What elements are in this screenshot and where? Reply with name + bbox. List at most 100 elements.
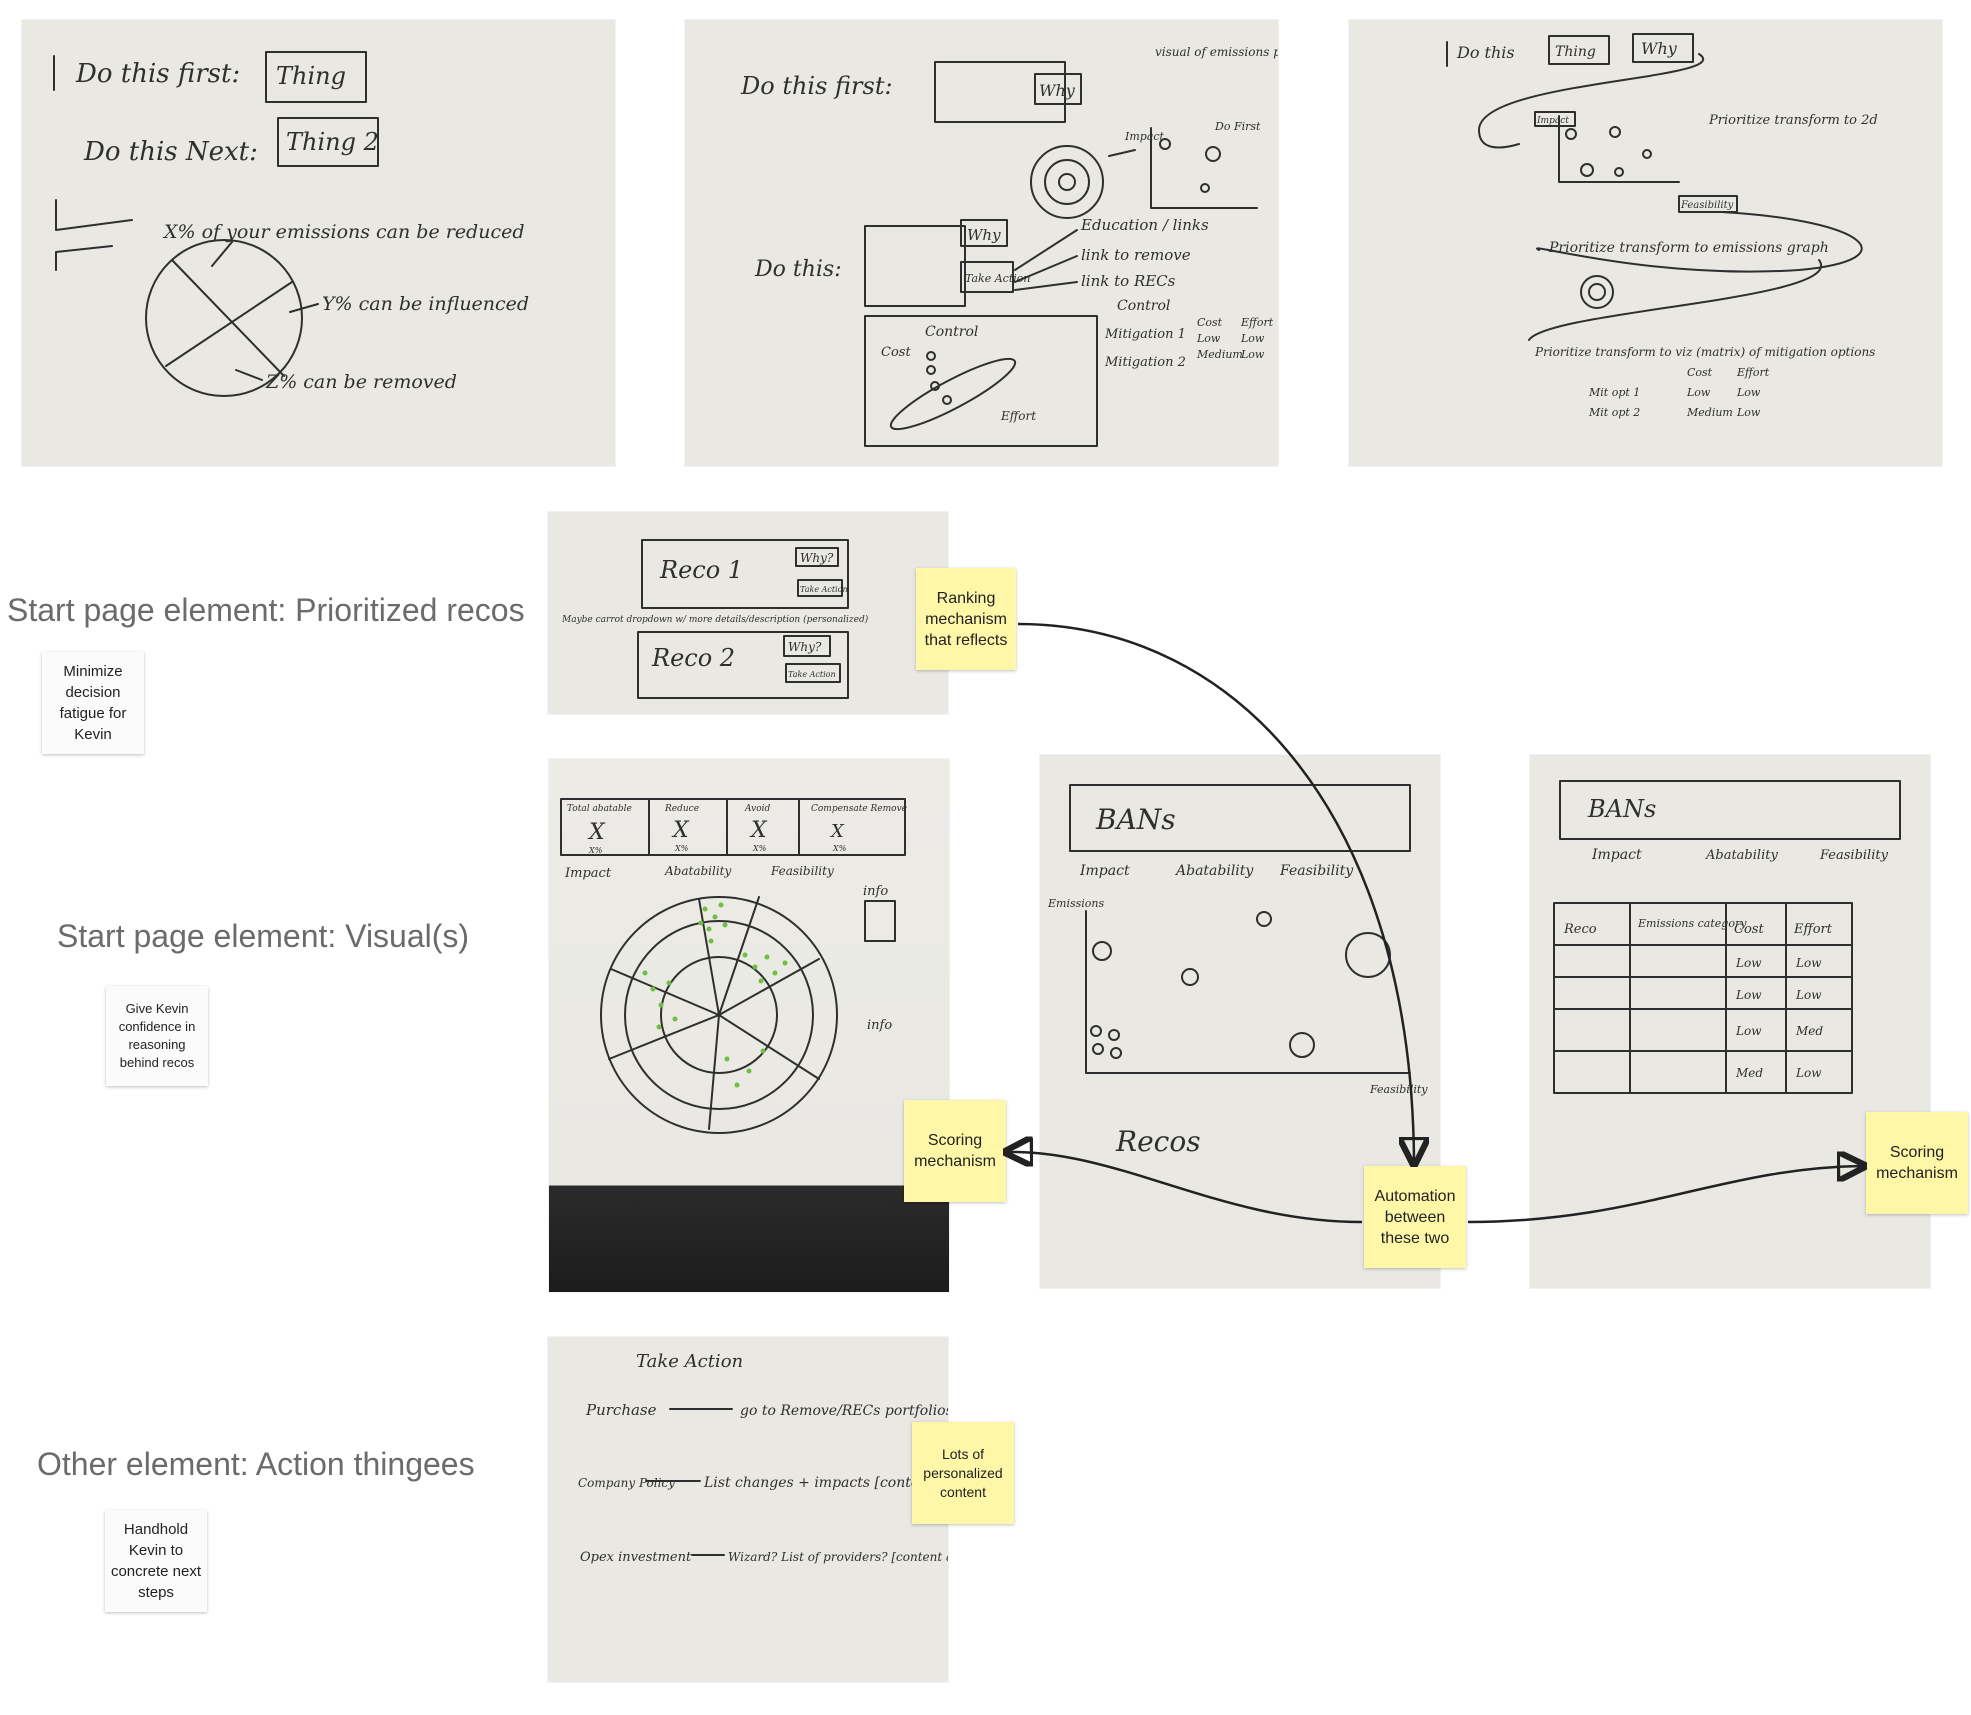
sketch-text: Mitigation 2	[1104, 355, 1186, 370]
sketch-text: Low	[1240, 332, 1265, 345]
sketch-text: visual of emissions profile transforming…	[1155, 45, 1278, 59]
sticky-scoring-mechanism-left[interactable]: Scoring mechanism	[904, 1100, 1006, 1202]
sketch-text: Emissions category	[1637, 917, 1747, 930]
sketch-text: Feasibility	[1369, 1083, 1428, 1096]
sketch-text: X	[587, 820, 606, 845]
sketch-text: Opex investment	[580, 1550, 692, 1565]
sketch-text: Low	[1795, 988, 1822, 1002]
sketch-text: Abatability	[1174, 863, 1254, 879]
sketch-text: Maybe carrot dropdown w/ more details/de…	[561, 614, 869, 625]
sketch-text: Why	[1641, 39, 1678, 58]
sketch-text: Reco 2	[651, 644, 735, 672]
sketch-text: Total abatable	[567, 804, 632, 814]
sketch-text: X% of your emissions can be reduced	[162, 221, 525, 243]
sketch-text: X	[671, 818, 690, 843]
sketch-text: Thing	[276, 62, 346, 90]
sketch-text: Medium	[1196, 348, 1243, 361]
sketch-text: Low	[1736, 406, 1761, 419]
sketch-text: Prioritize transform to 2d	[1708, 113, 1878, 128]
sketch-text: Take Action	[800, 585, 848, 594]
sketch-text: Medium	[1686, 406, 1733, 419]
sticky-note-minimize-fatigue[interactable]: Minimize decision fatigue for Kevin	[42, 652, 144, 754]
sketch-text: Why?	[788, 640, 822, 654]
sketch-text: X%	[832, 844, 847, 853]
sketch-text: Y% can be influenced	[322, 293, 529, 315]
sketch-text: Low	[1196, 332, 1221, 345]
sketch-text: Low	[1736, 386, 1761, 399]
section-title-visuals: Start page element: Visual(s)	[57, 918, 470, 954]
sketch-text: Low	[1240, 348, 1265, 361]
sketch-text: Do this first:	[740, 72, 893, 100]
sketch-text: Control	[1117, 298, 1170, 314]
sketch-text: Low	[1735, 1024, 1762, 1038]
sketch-photo-transform-flow: Do this Thing Why Impact Prioritize tran…	[1349, 20, 1942, 466]
sketch-text: Do this	[1456, 43, 1515, 62]
section-title-action-thingees: Other element: Action thingees	[37, 1446, 475, 1482]
sketch-text: Mit opt 2	[1588, 406, 1640, 419]
sketch-text: Reduce	[664, 804, 699, 814]
sketch-text: Cost	[1687, 366, 1713, 379]
sketch-text: Impact	[1536, 116, 1569, 126]
sketch-text: X%	[674, 844, 689, 853]
sketch-text: Emissions	[1047, 897, 1104, 910]
sketch-text: Impact	[1124, 130, 1165, 143]
sketch-text: X	[749, 818, 768, 843]
sketch-text: Do First	[1214, 120, 1261, 133]
sketch-text: Thing	[1555, 44, 1596, 60]
sketch-text: Education / links	[1080, 216, 1209, 234]
sketch-text: Feasibility	[1680, 200, 1734, 211]
sketch-text: Take Action	[788, 670, 836, 679]
sketch-text: Thing 2	[286, 128, 379, 156]
sketch-text: link to remove	[1081, 246, 1191, 264]
sketch-text: Abatability	[664, 864, 731, 878]
sticky-personalized-content[interactable]: Lots of personalized content	[912, 1422, 1014, 1524]
sketch-text: Recos	[1115, 1125, 1201, 1158]
sketch-text: Mitigation 1	[1104, 327, 1186, 342]
sketch-text: Compensate Remove	[811, 804, 907, 814]
sketch-text: Take Action	[965, 272, 1030, 285]
sketch-text: go to Remove/RECs portfolios	[740, 1403, 948, 1419]
sketch-text: Med	[1735, 1066, 1763, 1080]
sketch-text: Cost	[1734, 922, 1764, 937]
sketch-text: X	[829, 821, 845, 842]
sketch-photo-do-this-first: Do this first: Thing Do this Next: Thing…	[22, 20, 615, 466]
sketch-text: Abatability	[1705, 848, 1778, 863]
sketch-photo-visual-transform: Do this first: Why visual of emissions p…	[685, 20, 1278, 466]
section-title-prioritized-recos: Start page element: Prioritized recos	[7, 592, 525, 628]
sketch-text: Do this:	[754, 257, 842, 282]
sketch-text: BANs	[1095, 803, 1176, 836]
sketch-text: Cost	[1197, 316, 1223, 329]
sticky-ranking-mechanism[interactable]: Ranking mechanism that reflects	[916, 568, 1016, 670]
sketch-text: Feasibility	[1819, 848, 1889, 863]
sticky-note-give-confidence[interactable]: Give Kevin confidence in reasoning behin…	[106, 986, 208, 1086]
sketch-text: Reco	[1563, 922, 1597, 937]
sketch-text: X%	[752, 844, 767, 853]
green-dots	[642, 902, 788, 1088]
sketch-text: Effort	[1000, 409, 1036, 423]
sketch-text: Do this Next:	[83, 137, 258, 167]
sketch-text: Control	[925, 324, 978, 340]
sketch-text: Impact	[1591, 847, 1642, 863]
sketch-text: Low	[1735, 956, 1762, 970]
sketch-text: Take Action	[636, 1351, 743, 1372]
sketch-photo-radial-visual: Total abatable Reduce Avoid Compensate R…	[549, 759, 949, 1292]
sketch-text: Low	[1795, 1066, 1822, 1080]
sketch-text: Why?	[800, 551, 834, 565]
sticky-note-handhold[interactable]: Handhold Kevin to concrete next steps	[105, 1510, 207, 1612]
sketch-text: Impact	[1079, 863, 1130, 879]
sketch-text: Effort	[1736, 366, 1770, 379]
sketch-text: Purchase	[585, 1401, 657, 1419]
sketch-text: Company Policy	[578, 1476, 675, 1490]
sketch-text: BANs	[1587, 795, 1656, 823]
sketch-text: Effort	[1793, 922, 1833, 937]
sketch-text: Do this first:	[75, 59, 240, 89]
sketch-text: Why	[967, 226, 1001, 244]
sticky-scoring-mechanism-right[interactable]: Scoring mechanism	[1866, 1112, 1968, 1214]
sketch-text: Feasibility	[770, 864, 834, 878]
sketch-text: Z% can be removed	[265, 371, 457, 393]
sticky-automation[interactable]: Automation between these two	[1364, 1166, 1466, 1268]
sketch-text: info	[867, 1018, 892, 1033]
sketch-text: X%	[588, 846, 603, 855]
sketch-text: Cost	[881, 345, 911, 360]
sketch-text: List changes + impacts [content added by…	[703, 1475, 948, 1491]
